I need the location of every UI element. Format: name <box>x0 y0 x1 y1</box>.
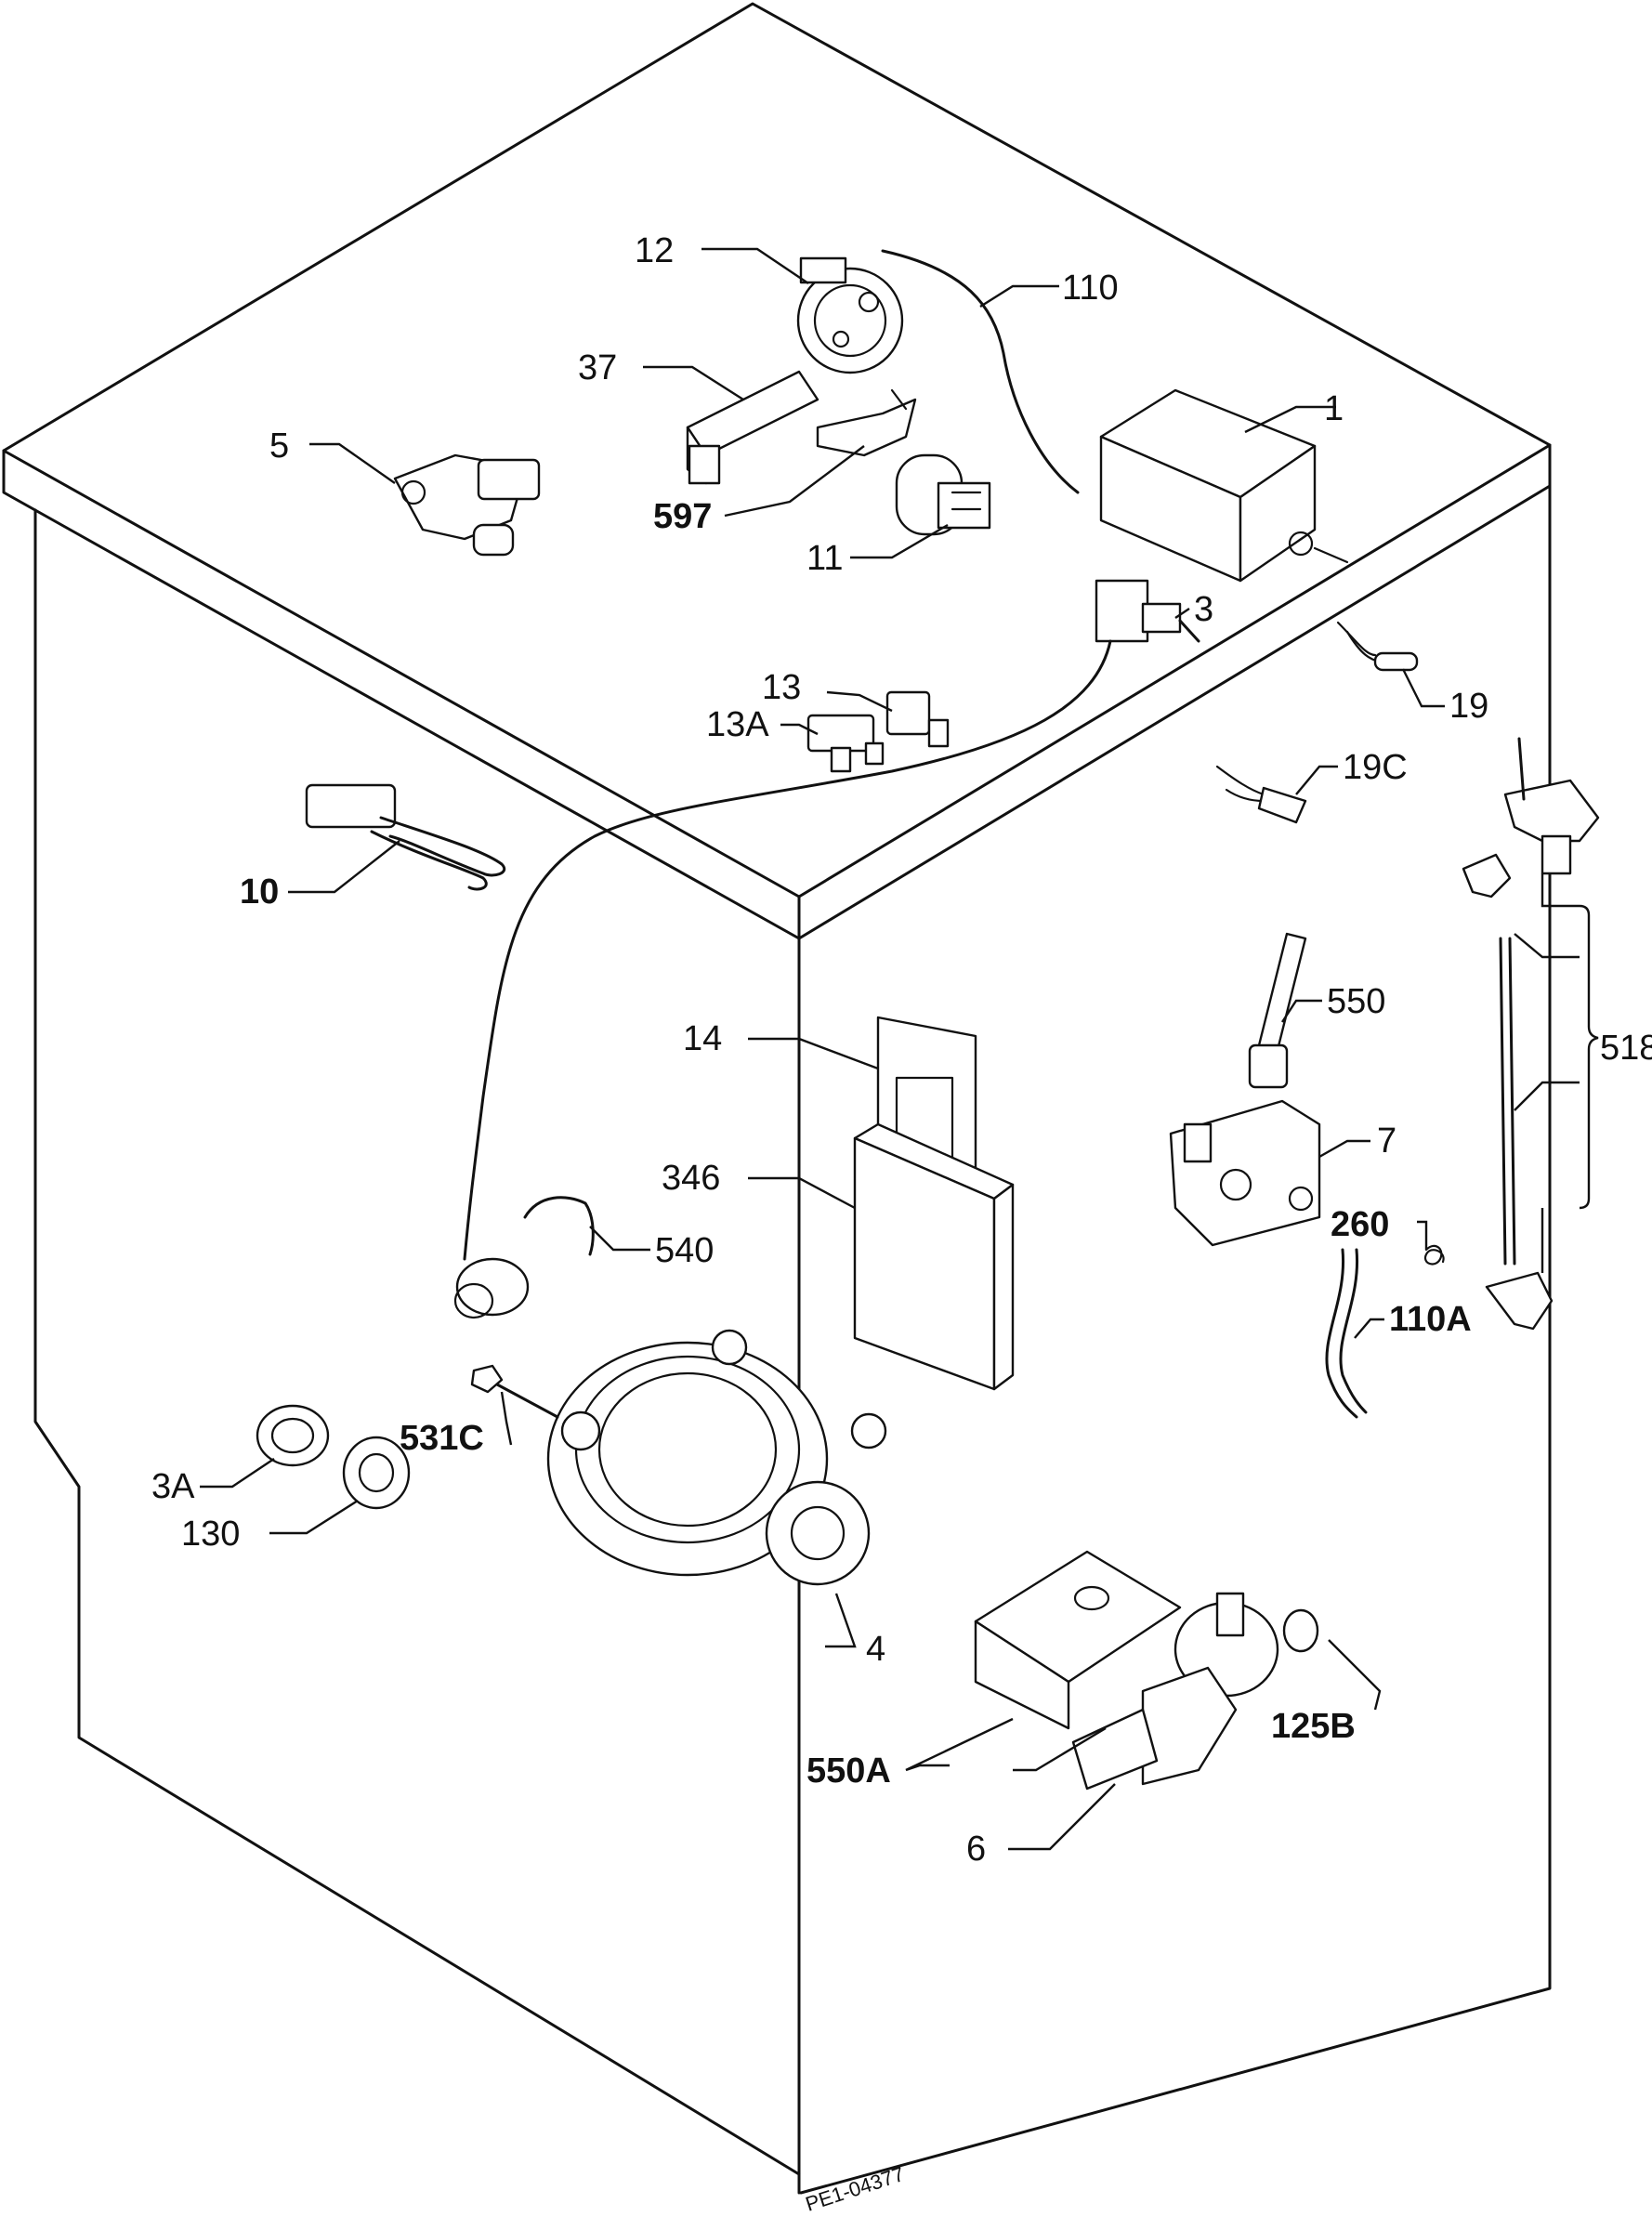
label-550a: 550A <box>806 1751 891 1791</box>
label-3a: 3A <box>151 1467 195 1506</box>
part-37-terminal-block <box>686 370 819 485</box>
label-7: 7 <box>1377 1122 1396 1161</box>
label-550: 550 <box>1327 982 1385 1021</box>
part-550a-cover <box>974 1550 1182 1730</box>
part-3-switch <box>1095 579 1200 643</box>
part-7-door-lock <box>1169 1099 1321 1247</box>
part-540-clip <box>523 1196 595 1256</box>
part-346-dispenser-box <box>853 1122 1015 1391</box>
label-37: 37 <box>578 348 617 387</box>
label-13: 13 <box>762 668 801 707</box>
part-597-bracket <box>816 388 917 457</box>
label-10: 10 <box>240 872 279 912</box>
label-13a: 13A <box>706 705 769 744</box>
label-12: 12 <box>635 231 674 270</box>
part-3a-switch <box>256 1404 330 1467</box>
part-3-cable <box>463 639 1112 1261</box>
label-19c: 19C <box>1343 748 1408 787</box>
part-labels: 12 110 37 5 1 597 11 3 13 13A 19 19C 10 … <box>151 231 1652 1869</box>
part-cable-end-cap <box>453 1257 530 1319</box>
part-6-drain-pump <box>1071 1592 1319 1791</box>
cabinet-outline <box>2 2 1552 2195</box>
part-260-spring <box>1423 1244 1445 1266</box>
label-6: 6 <box>966 1830 986 1869</box>
part-5-valve <box>393 453 541 557</box>
label-3: 3 <box>1194 590 1213 629</box>
label-14: 14 <box>683 1019 722 1058</box>
drawing-reference-stamp: PE1-04377 <box>803 2162 907 2216</box>
part-1-programme-timer <box>1099 388 1349 583</box>
part-19-sensor <box>1336 621 1419 672</box>
part-531c-screw <box>470 1364 559 1419</box>
part-11-capacitor <box>895 453 991 536</box>
part-130-grommet <box>342 1436 411 1510</box>
part-110a-hose <box>1325 1248 1358 1419</box>
label-110a: 110A <box>1389 1300 1472 1339</box>
label-1: 1 <box>1324 389 1344 428</box>
label-130: 130 <box>181 1515 240 1554</box>
part-550-lever <box>1248 932 1307 1089</box>
label-540: 540 <box>655 1231 714 1270</box>
label-518: 518 <box>1600 1029 1652 1068</box>
part-518-door-latch-assembly <box>1462 737 1600 1331</box>
part-110-hose <box>881 249 1080 494</box>
leader-lines <box>200 247 1599 1851</box>
label-260: 260 <box>1331 1205 1389 1244</box>
label-19: 19 <box>1449 687 1488 726</box>
label-597: 597 <box>653 497 712 536</box>
part-19c-sensor <box>1215 765 1307 824</box>
part-13-connectors <box>806 690 950 773</box>
label-346: 346 <box>662 1159 720 1198</box>
label-5: 5 <box>269 426 289 466</box>
part-12-pressure-switch <box>796 256 904 374</box>
label-4: 4 <box>866 1630 885 1669</box>
label-11: 11 <box>806 539 843 578</box>
label-125b: 125B <box>1271 1707 1356 1746</box>
part-4-motor <box>546 1329 887 1586</box>
part-10-heating-element <box>305 783 505 891</box>
label-110: 110 <box>1062 269 1119 308</box>
label-531c: 531C <box>400 1419 484 1458</box>
